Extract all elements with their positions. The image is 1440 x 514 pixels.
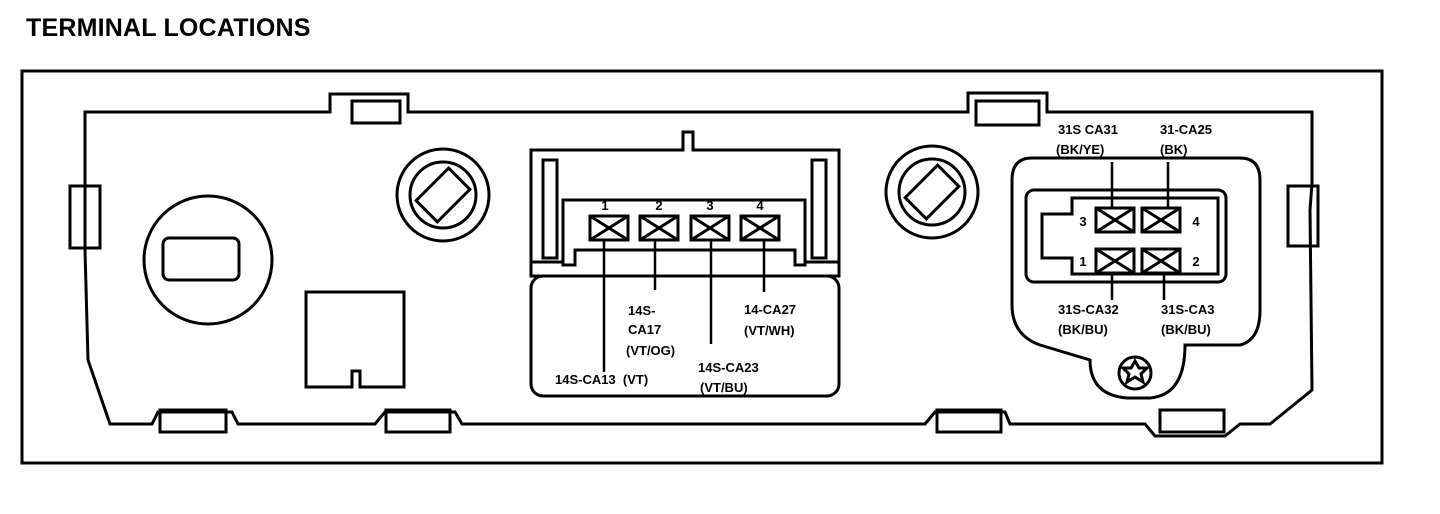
wire-label: (VT/OG) [626, 343, 675, 358]
clip-tab [1158, 408, 1226, 434]
pin-terminal [1140, 247, 1182, 275]
screw [897, 157, 967, 227]
wire-label: 31S-CA3 [1161, 302, 1214, 317]
connector-left-latch [541, 158, 559, 260]
pin-terminal [1140, 206, 1182, 234]
pin-terminal [1094, 247, 1136, 275]
wire-label: CA17 [628, 322, 661, 337]
connector-right-body [1010, 156, 1262, 400]
outer-frame [20, 69, 1384, 465]
screw [408, 160, 478, 230]
square-socket [304, 290, 406, 389]
pin-number: 2 [655, 198, 662, 213]
pin-number: 2 [1192, 254, 1199, 269]
screw-slot [903, 163, 961, 221]
pin-number: 1 [601, 198, 608, 213]
wire-label: 14S-CA23 [698, 360, 759, 375]
pin-terminal [1094, 206, 1136, 234]
pin-terminal [588, 214, 630, 242]
wire-label: 31S CA31 [1058, 122, 1118, 137]
wire-label: (BK) [1160, 142, 1187, 157]
wire-label: (VT/WH) [744, 323, 795, 338]
wire-label: 31-CA25 [1160, 122, 1212, 137]
clip-tab [1286, 184, 1320, 248]
pin-number: 4 [756, 198, 764, 213]
wire-label: (BK/BU) [1058, 322, 1108, 337]
wire-label: 14S- [628, 303, 655, 318]
pin-terminal [638, 214, 680, 242]
round-socket [142, 194, 274, 326]
pin-terminal [689, 214, 731, 242]
pin-number: 4 [1192, 214, 1200, 229]
wire-label: (BK/YE) [1056, 142, 1104, 157]
connector-left-pins [588, 214, 781, 242]
clip-tab [974, 99, 1041, 127]
connector-left-latch [810, 158, 828, 260]
clip-tab [158, 408, 228, 434]
ground-screw [1117, 355, 1153, 391]
pin-number: 1 [1079, 254, 1086, 269]
clip-tab [384, 408, 452, 434]
connector-left-inner [561, 198, 807, 267]
ground-screw-star [1119, 357, 1151, 386]
screw [395, 147, 491, 243]
diagram-title: TERMINAL LOCATIONS [26, 14, 311, 42]
connector-left-shroud [529, 130, 841, 278]
wire-label: 14S-CA13 (VT) [555, 372, 648, 387]
wire-label: (BK/BU) [1161, 322, 1211, 337]
connector-right-inner [1040, 196, 1220, 276]
connector-right-housing [1024, 188, 1228, 284]
clip-tab [935, 408, 1003, 434]
round-socket-slot [161, 236, 241, 282]
connector-right-pins [1094, 206, 1182, 275]
wire-label: (VT/BU) [700, 380, 748, 395]
clip-tab [68, 184, 102, 250]
housing-outline [83, 91, 1314, 438]
screw [884, 144, 980, 240]
wire-label: 31S-CA32 [1058, 302, 1119, 317]
wire-label: 14-CA27 [744, 302, 796, 317]
pin-number: 3 [1079, 214, 1086, 229]
pin-terminal [739, 214, 781, 242]
screw-slot [414, 166, 472, 224]
pin-number: 3 [706, 198, 713, 213]
clip-tab [350, 99, 402, 125]
